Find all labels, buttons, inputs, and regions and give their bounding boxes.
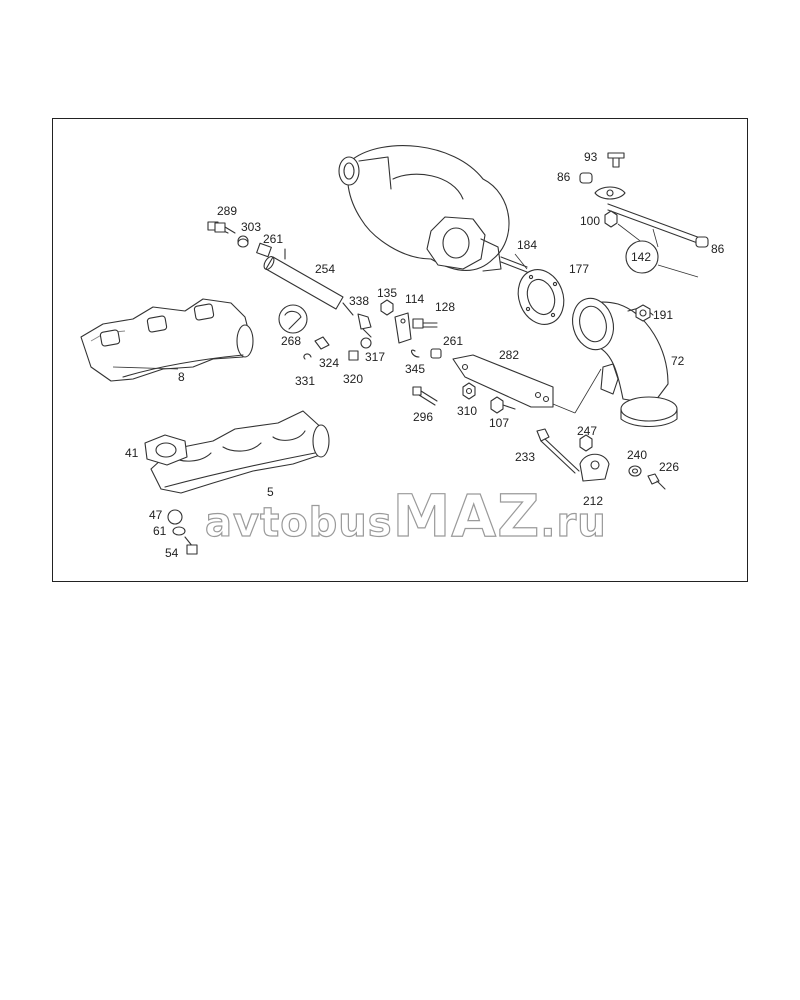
exploded-parts-diagram: 93 86 100 142 86 289 303 261 254 184 177… (80, 145, 725, 560)
label-261a: 261 (263, 232, 283, 246)
label-296: 296 (413, 410, 433, 424)
label-289: 289 (217, 204, 237, 218)
label-184: 184 (517, 238, 537, 252)
nut-191 (635, 304, 651, 322)
stud-184 (500, 253, 528, 273)
label-317: 317 (365, 350, 385, 364)
clip-345 (410, 349, 420, 358)
label-282: 282 (499, 348, 519, 362)
label-142: 142 (631, 250, 651, 264)
label-135: 135 (377, 286, 397, 300)
label-320: 320 (343, 372, 363, 386)
watermark-mid: MAZ (392, 481, 541, 550)
bolt-54 (184, 536, 198, 555)
label-128: 128 (435, 300, 455, 314)
label-331: 331 (295, 374, 315, 388)
clamp-268 (278, 304, 308, 334)
label-54: 54 (165, 546, 179, 560)
label-261b: 261 (443, 334, 463, 348)
exhaust-manifold-8 (80, 298, 254, 382)
wastegate-shaft-assembly (579, 152, 709, 278)
watermark-post: .ru (540, 499, 607, 546)
callout-142 (625, 240, 659, 274)
label-93: 93 (584, 150, 598, 164)
sleeve-47 (167, 509, 183, 525)
label-303: 303 (241, 220, 261, 234)
label-47: 47 (149, 508, 163, 522)
nut-135 (380, 299, 394, 316)
bolt-226 (647, 473, 666, 490)
bolt-289 (214, 222, 236, 234)
label-324: 324 (319, 356, 339, 370)
label-338: 338 (349, 294, 369, 308)
bolt-296 (412, 386, 438, 406)
watermark-pre: avtobus (204, 499, 393, 546)
label-107: 107 (489, 416, 509, 430)
parts-diagram-frame: 93 86 100 142 86 289 303 261 254 184 177… (52, 118, 748, 582)
spacer-261 (430, 348, 442, 359)
label-114: 114 (405, 292, 424, 306)
label-86a: 86 (557, 170, 571, 184)
label-100: 100 (580, 214, 600, 228)
watermark-text: avtobusMAZ.ru (204, 481, 607, 550)
label-177: 177 (569, 262, 589, 276)
label-41: 41 (125, 446, 139, 460)
label-233: 233 (515, 450, 535, 464)
label-240: 240 (627, 448, 647, 462)
gasket-41 (144, 434, 188, 466)
exhaust-elbow-72 (571, 297, 678, 428)
fitting-324 (314, 336, 330, 350)
fitting-338 (357, 313, 372, 338)
bolt-107 (490, 396, 516, 414)
washer-240 (628, 465, 642, 477)
label-310: 310 (457, 404, 477, 418)
label-86b: 86 (711, 242, 725, 256)
label-72: 72 (671, 354, 685, 368)
bolt-128 (412, 318, 438, 329)
label-8: 8 (178, 370, 185, 384)
washer-303 (237, 238, 249, 248)
label-226: 226 (659, 460, 679, 474)
label-61: 61 (153, 524, 167, 538)
turbocharger (338, 145, 510, 272)
label-254: 254 (315, 262, 335, 276)
nut-247 (579, 434, 593, 452)
gasket-177 (517, 269, 565, 325)
fitting-317 (360, 337, 372, 349)
ring-331 (303, 353, 312, 360)
bolt-233 (536, 428, 580, 474)
label-247: 247 (577, 424, 597, 438)
exhaust-manifold-5 (150, 410, 330, 494)
bracket-282 (452, 354, 602, 414)
label-191: 191 (653, 308, 673, 322)
label-345: 345 (405, 362, 425, 376)
fitting-320 (348, 350, 359, 361)
label-212: 212 (583, 494, 603, 508)
clamp-212 (579, 453, 610, 482)
washer-61 (172, 526, 186, 536)
label-268: 268 (281, 334, 301, 348)
bracket-114 (394, 312, 412, 344)
nut-310 (462, 382, 476, 400)
label-5: 5 (267, 485, 274, 499)
